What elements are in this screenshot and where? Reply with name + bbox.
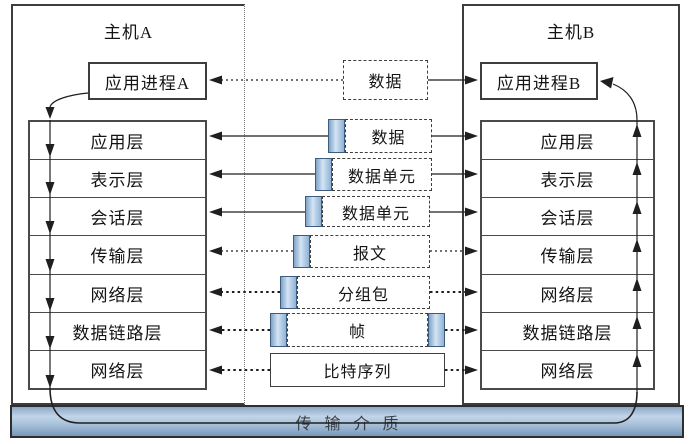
data-unit-box: 比特序列 xyxy=(270,353,445,387)
layer-label: 数据链路层 xyxy=(522,323,613,343)
layer-label: 数据链路层 xyxy=(72,323,163,343)
layer-label: 网络层 xyxy=(540,361,595,381)
layer-label: 会话层 xyxy=(540,209,595,229)
protocol-header-block xyxy=(270,313,287,347)
layer-label: 网络层 xyxy=(90,285,145,305)
data-unit-label: 数据 xyxy=(368,74,403,91)
layer-row: 网络层 xyxy=(30,349,205,388)
application-process-a-label: 应用进程A xyxy=(104,73,191,93)
host-b-title: 主机B xyxy=(546,23,596,42)
layer-label: 应用层 xyxy=(90,133,145,153)
data-unit-label: 报文 xyxy=(352,245,387,263)
layer-row: 会话层 xyxy=(482,197,653,235)
layer-row: 数据链路层 xyxy=(482,311,653,350)
layer-label: 网络层 xyxy=(90,361,145,381)
data-unit-box: 分组包 xyxy=(280,276,430,309)
data-unit-label: 数据单元 xyxy=(347,168,416,186)
layer-row: 网络层 xyxy=(482,349,653,388)
data-unit-label: 数据 xyxy=(371,130,406,147)
protocol-header-block xyxy=(315,158,332,191)
layer-row: 网络层 xyxy=(30,273,205,312)
data-unit-label: 比特序列 xyxy=(323,364,392,381)
layer-row: 会话层 xyxy=(30,197,205,235)
application-process-b-label: 应用进程B xyxy=(496,73,582,93)
layer-row: 网络层 xyxy=(482,273,653,312)
host-a-title: 主机A xyxy=(103,23,154,42)
layer-row: 表示层 xyxy=(30,159,205,197)
data-unit-box: 数据 xyxy=(328,119,432,153)
transmission-medium-bar: 传输介质 xyxy=(10,405,684,438)
protocol-header-block xyxy=(280,276,297,309)
data-unit-box: 数据单元 xyxy=(305,196,430,227)
data-unit-label: 数据单元 xyxy=(341,205,410,223)
layer-row: 应用层 xyxy=(482,122,653,159)
data-unit-box: 帧 xyxy=(270,313,445,347)
layer-label: 网络层 xyxy=(540,285,595,305)
application-process-a-box: 应用进程A xyxy=(88,62,207,100)
protocol-header-block xyxy=(293,235,310,268)
data-unit-label: 帧 xyxy=(348,324,366,341)
layer-label: 表示层 xyxy=(540,171,595,191)
protocol-header-block xyxy=(328,119,345,153)
layer-label: 会话层 xyxy=(90,209,145,229)
host-b-layer-stack: 应用层 表示层 会话层 传输层 网络层 数据链路层 网络层 xyxy=(480,120,655,390)
protocol-trailer-block xyxy=(428,313,445,347)
data-unit-box: 报文 xyxy=(293,235,430,268)
layer-row: 表示层 xyxy=(482,159,653,197)
layer-label: 传输层 xyxy=(540,247,595,267)
host-a-layer-stack: 应用层 表示层 会话层 传输层 网络层 数据链路层 网络层 xyxy=(28,120,207,390)
layer-row: 数据链路层 xyxy=(30,311,205,350)
layer-row: 传输层 xyxy=(30,235,205,273)
layer-label: 传输层 xyxy=(90,247,145,267)
transmission-medium-label: 传输介质 xyxy=(295,415,412,433)
protocol-header-block xyxy=(305,196,322,227)
application-process-b-box: 应用进程B xyxy=(480,62,598,100)
data-unit-label: 分组包 xyxy=(337,286,389,304)
layer-label: 应用层 xyxy=(540,133,595,153)
data-unit-box: 数据单元 xyxy=(315,158,432,191)
data-unit-box: 数据 xyxy=(343,60,428,100)
layer-label: 表示层 xyxy=(90,171,145,191)
layer-row: 应用层 xyxy=(30,122,205,159)
layer-row: 传输层 xyxy=(482,235,653,273)
